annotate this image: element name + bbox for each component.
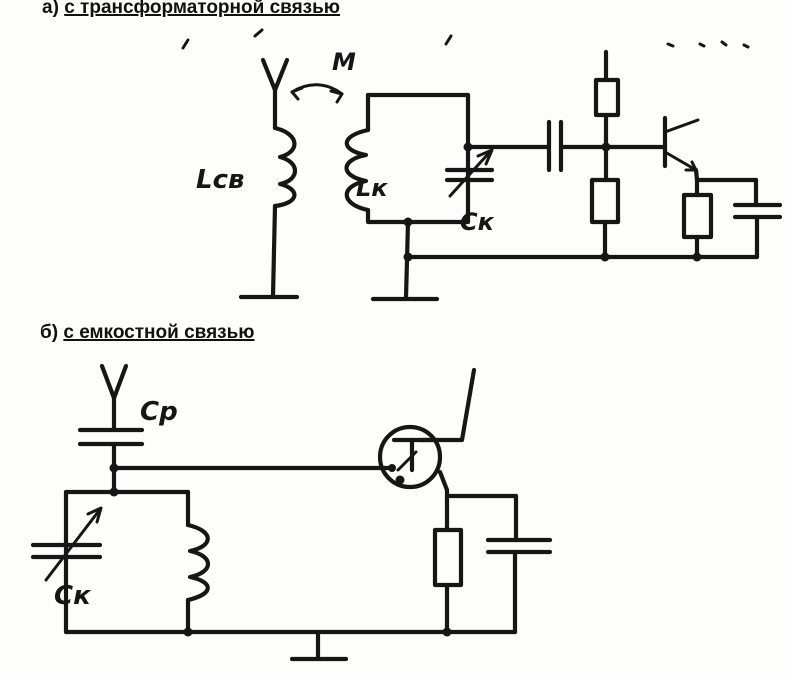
mutual-coupling-arrow: [290, 83, 344, 104]
label-mutual: M: [332, 48, 356, 76]
output-rc-b: [432, 487, 553, 635]
section-b-prefix: б): [40, 322, 64, 343]
label-loop-inductor: Lк: [356, 174, 388, 202]
tank-circuit-a: [344, 92, 495, 302]
transistor-a: [662, 115, 700, 172]
section-b-title: с емкостной связью: [63, 322, 255, 343]
label-loop-capacitor-b: Cк: [54, 581, 92, 611]
label-antenna-inductor: Lсв: [196, 165, 244, 195]
coupling-capacitor-a: [546, 119, 564, 173]
section-a-prefix: а): [42, 0, 65, 18]
circuit-b: Cр Cк: [30, 363, 553, 662]
section-a-heading: а) с трансформаторной связью: [42, 0, 340, 19]
label-coupling-capacitor: Cр: [140, 397, 178, 427]
emitter-rc-a: [681, 167, 783, 260]
antenna-a-icon: [260, 57, 290, 131]
antenna-b-icon: [99, 363, 129, 431]
label-loop-capacitor-a: Cк: [460, 208, 495, 236]
wire-antenna-ground: [270, 203, 278, 299]
tank-circuit-b: [30, 489, 210, 635]
active-element-circle: [377, 367, 477, 493]
bias-divider: [589, 49, 621, 260]
antenna-inductor-lsv: [272, 125, 298, 209]
section-a-title: с трансформаторной связью: [64, 0, 341, 18]
circuit-a: M Lсв Lк Cк: [181, 28, 783, 302]
coupling-capacitor-b: [77, 427, 145, 447]
section-b-heading: б) с емкостной связью: [40, 322, 255, 344]
